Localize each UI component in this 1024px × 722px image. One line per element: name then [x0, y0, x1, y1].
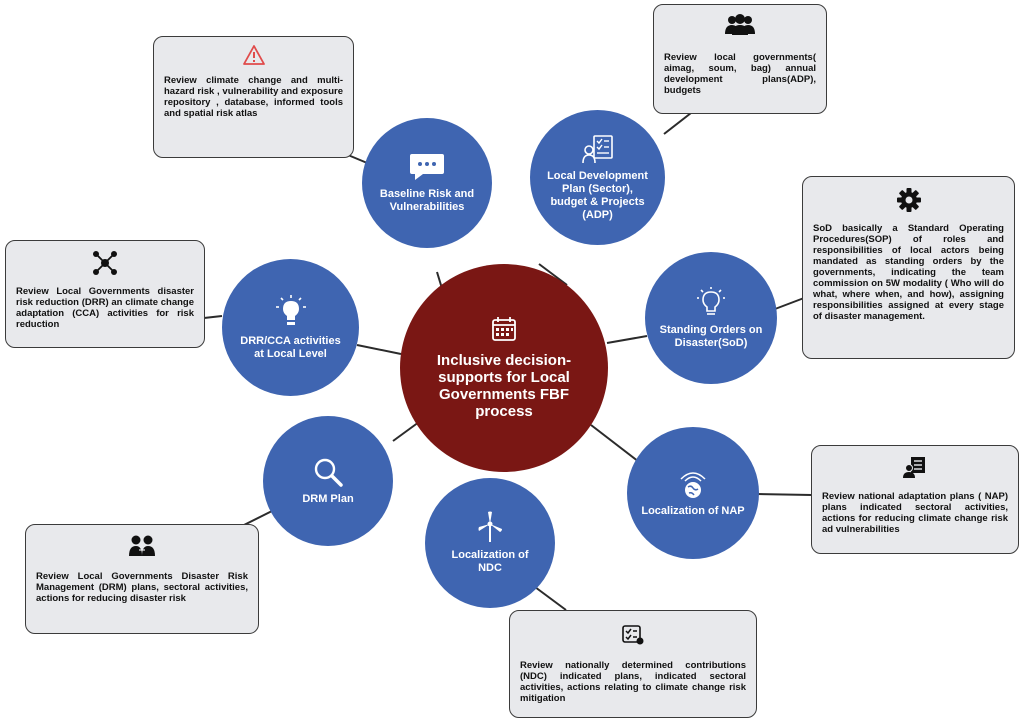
center-hub[interactable]: Inclusive decision-supports for Local Go…: [400, 264, 608, 472]
lightbulb-outline-icon: [697, 287, 725, 315]
link-center-nap: [590, 424, 644, 466]
info-box-ldp: Review local governments( aimag, soum, b…: [653, 4, 827, 114]
node-label-nap: Localization of NAP: [641, 504, 745, 517]
node-localization-nap[interactable]: Localization of NAP: [627, 427, 759, 559]
node-drr-cca-activities[interactable]: DRR/CCA activities at Local Level: [222, 259, 359, 396]
node-label-drrcca: DRR/CCA activities at Local Level: [240, 334, 341, 360]
node-localization-ndc[interactable]: Localization of NDC: [425, 478, 555, 608]
node-label-sod: Standing Orders on Disaster(SoD): [659, 324, 763, 349]
link-box-sod: [774, 297, 805, 310]
climate-globe-icon: [680, 471, 706, 498]
node-baseline-risk[interactable]: Baseline Risk and Vulnerabilities: [362, 118, 492, 248]
link-center-drrcca: [356, 344, 402, 355]
info-box-drrcca: Review Local Governments disaster risk r…: [5, 240, 205, 348]
info-box-nap: Review national adaptation plans ( NAP) …: [811, 445, 1019, 554]
node-local-development-plan[interactable]: Local Development Plan (Sector), budget …: [530, 110, 665, 245]
wind-turbine-icon: [478, 511, 502, 542]
warning-icon: [164, 45, 343, 65]
gear-icon: [813, 187, 1004, 213]
link-box-ldp: [663, 112, 692, 135]
info-box-sod: SoD basically a Standard Operating Proce…: [802, 176, 1015, 359]
node-label-ldp: Local Development Plan (Sector), budget …: [547, 169, 648, 221]
document-person-icon: [822, 455, 1008, 479]
node-drm-plan[interactable]: DRM Plan: [263, 416, 393, 546]
link-box-drm: [243, 510, 273, 526]
center-title: Inclusive decision-supports for Local Go…: [436, 352, 572, 420]
link-box-drrcca: [203, 315, 223, 319]
info-text-drm: Review Local Governments Disaster Risk M…: [36, 571, 248, 604]
info-box-drm: Review Local Governments Disaster Risk M…: [25, 524, 259, 634]
info-text-sod: SoD basically a Standard Operating Proce…: [813, 223, 1004, 322]
node-standing-orders[interactable]: Standing Orders on Disaster(SoD): [645, 252, 777, 384]
calendar-icon: [492, 317, 516, 341]
checklist-icon: [520, 625, 746, 645]
node-label-ndc: Localization of NDC: [451, 549, 529, 574]
info-text-drrcca: Review Local Governments disaster risk r…: [16, 286, 194, 330]
info-text-ldp: Review local governments( aimag, soum, b…: [664, 52, 816, 96]
info-text-ndc: Review nationally determined contributio…: [520, 660, 746, 704]
node-label-drm: DRM Plan: [302, 492, 354, 505]
lightbulb-icon: [275, 294, 306, 325]
chat-bubble-icon: [410, 154, 444, 180]
network-icon: [16, 250, 194, 276]
two-people-icon: [36, 535, 248, 557]
link-box-nap: [756, 493, 813, 496]
checklist-person-icon: [581, 134, 613, 163]
info-text-baseline: Review climate change and multi-hazard r…: [164, 75, 343, 119]
link-box-ndc: [534, 586, 567, 611]
info-box-ndc: Review nationally determined contributio…: [509, 610, 757, 718]
info-text-nap: Review national adaptation plans ( NAP) …: [822, 491, 1008, 535]
info-box-baseline: Review climate change and multi-hazard r…: [153, 36, 354, 158]
link-center-drm: [392, 421, 420, 442]
node-label-baseline: Baseline Risk and Vulnerabilities: [379, 188, 475, 213]
link-center-sod: [606, 335, 648, 344]
magnifier-icon: [314, 458, 343, 487]
people-group-icon: [664, 14, 816, 36]
